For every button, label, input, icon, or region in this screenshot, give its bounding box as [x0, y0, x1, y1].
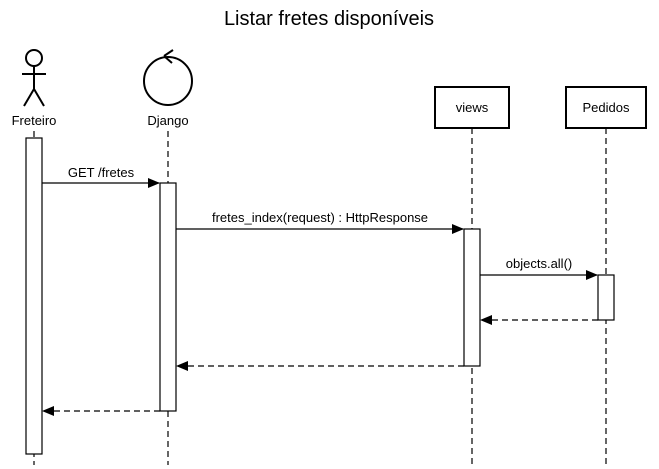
- participant-views: views: [434, 86, 510, 465]
- message-fretes-index: fretes_index(request) : HttpResponse: [176, 210, 464, 234]
- activation-bar-django: [159, 182, 177, 412]
- participant-label-views: views: [456, 100, 489, 115]
- participant-freteiro: Freteiro: [12, 49, 57, 465]
- participant-django: Django: [143, 49, 193, 465]
- diagram-title: Listar fretes disponíveis: [224, 8, 434, 30]
- participant-pedidos: Pedidos: [565, 86, 647, 465]
- message-label-get-fretes: GET /fretes: [68, 165, 135, 180]
- stick-figure-icon: [22, 49, 46, 107]
- participant-box-views: [434, 86, 510, 129]
- participant-label-pedidos: Pedidos: [583, 100, 630, 115]
- participant-label-django: Django: [147, 113, 188, 128]
- activation-bar-freteiro: [25, 137, 43, 455]
- activation-bar-views: [463, 228, 481, 367]
- participant-label-freteiro: Freteiro: [12, 113, 57, 128]
- control-circle-icon: [143, 49, 193, 106]
- message-label-fretes-index: fretes_index(request) : HttpResponse: [212, 210, 428, 225]
- message-label-objects-all: objects.all(): [506, 256, 572, 271]
- participant-box-pedidos: [565, 86, 647, 129]
- message-get-fretes: GET /fretes: [42, 165, 160, 188]
- message-objects-all: objects.all(): [480, 256, 598, 280]
- activation-bar-pedidos: [597, 274, 615, 321]
